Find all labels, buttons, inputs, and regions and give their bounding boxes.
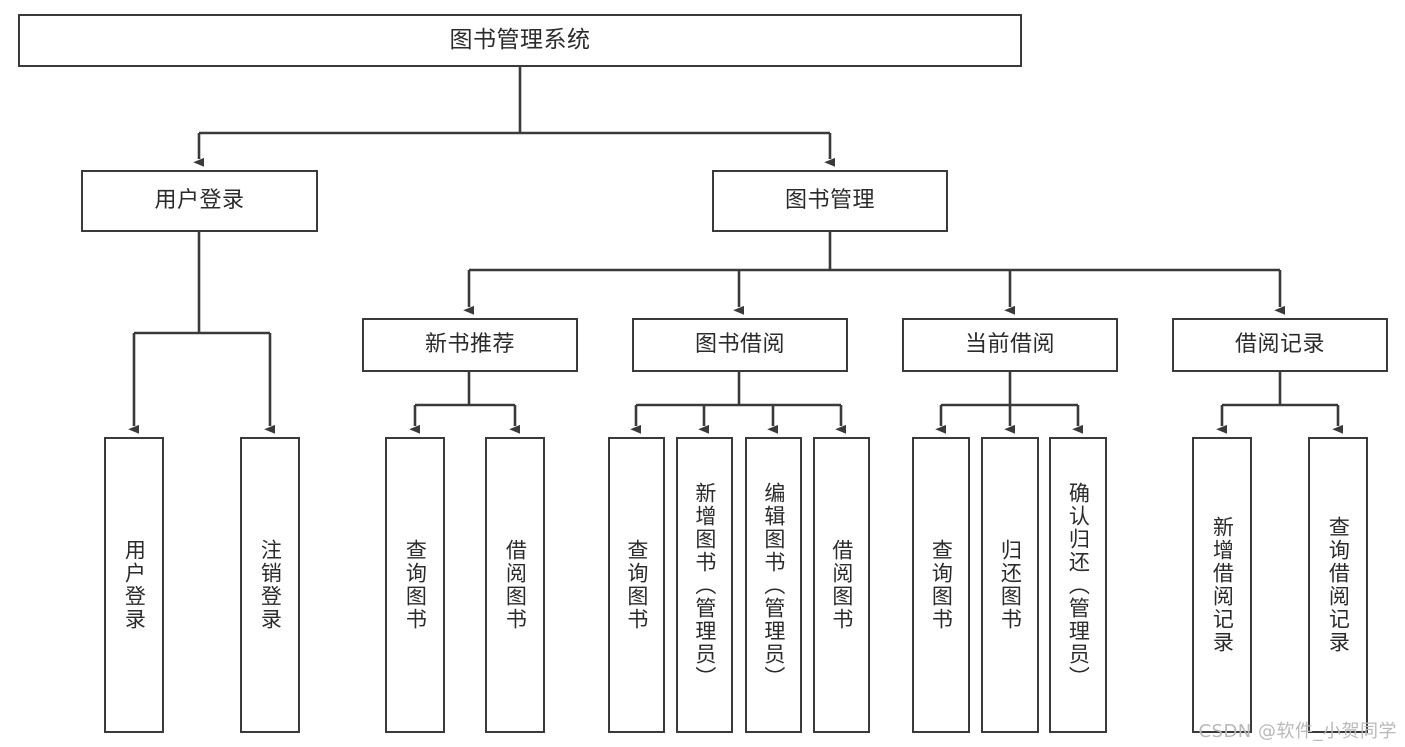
node-label: 新增借阅记录 bbox=[1210, 516, 1235, 654]
node-label: 借阅图书 bbox=[829, 539, 854, 631]
node-label: 图书借阅 bbox=[694, 331, 785, 357]
node-borrow-record[interactable]: 借阅记录 bbox=[1172, 318, 1388, 372]
leaf-user-login[interactable]: 用户登录 bbox=[104, 437, 164, 733]
node-label: 编辑图书（管理员） bbox=[761, 481, 786, 689]
leaf-borrow-edit-book[interactable]: 编辑图书（管理员） bbox=[745, 437, 802, 733]
node-label: 注销登录 bbox=[258, 539, 283, 631]
leaf-current-confirm-return[interactable]: 确认归还（管理员） bbox=[1049, 437, 1107, 733]
leaf-borrow-borrow-book[interactable]: 借阅图书 bbox=[813, 437, 870, 733]
node-label: 新书推荐 bbox=[424, 331, 515, 357]
node-new-book-recommend[interactable]: 新书推荐 bbox=[362, 318, 578, 372]
leaf-borrow-add-book[interactable]: 新增图书（管理员） bbox=[676, 437, 733, 733]
node-label: 查询图书 bbox=[403, 539, 428, 631]
leaf-recommend-borrow-book[interactable]: 借阅图书 bbox=[485, 437, 545, 733]
leaf-borrow-query-book[interactable]: 查询图书 bbox=[608, 437, 665, 733]
node-user-login[interactable]: 用户登录 bbox=[81, 170, 318, 232]
leaf-user-logout[interactable]: 注销登录 bbox=[240, 437, 300, 733]
leaf-recommend-query-book[interactable]: 查询图书 bbox=[385, 437, 445, 733]
node-label: 用户登录 bbox=[154, 187, 245, 213]
node-label: 借阅图书 bbox=[503, 539, 528, 631]
leaf-record-add[interactable]: 新增借阅记录 bbox=[1192, 437, 1252, 733]
node-label: 图书管理 bbox=[784, 187, 875, 213]
watermark: CSDN @软件_小贺同学 bbox=[1198, 721, 1397, 742]
node-label: 查询图书 bbox=[624, 539, 649, 631]
leaf-current-query-book[interactable]: 查询图书 bbox=[912, 437, 970, 733]
node-book-management[interactable]: 图书管理 bbox=[712, 170, 948, 232]
node-label: 确认归还（管理员） bbox=[1066, 481, 1091, 689]
node-label: 新增图书（管理员） bbox=[692, 481, 717, 689]
node-label: 借阅记录 bbox=[1234, 331, 1325, 357]
node-label: 查询图书 bbox=[929, 539, 954, 631]
node-current-borrow[interactable]: 当前借阅 bbox=[902, 318, 1118, 372]
node-label: 查询借阅记录 bbox=[1326, 516, 1351, 654]
node-label: 当前借阅 bbox=[964, 331, 1055, 357]
leaf-record-query[interactable]: 查询借阅记录 bbox=[1308, 437, 1368, 733]
node-label: 归还图书 bbox=[998, 539, 1023, 631]
node-root-system[interactable]: 图书管理系统 bbox=[18, 14, 1022, 67]
node-label: 用户登录 bbox=[122, 539, 147, 631]
node-book-borrow[interactable]: 图书借阅 bbox=[632, 318, 848, 372]
node-label: 图书管理系统 bbox=[449, 26, 591, 53]
leaf-current-return-book[interactable]: 归还图书 bbox=[981, 437, 1039, 733]
